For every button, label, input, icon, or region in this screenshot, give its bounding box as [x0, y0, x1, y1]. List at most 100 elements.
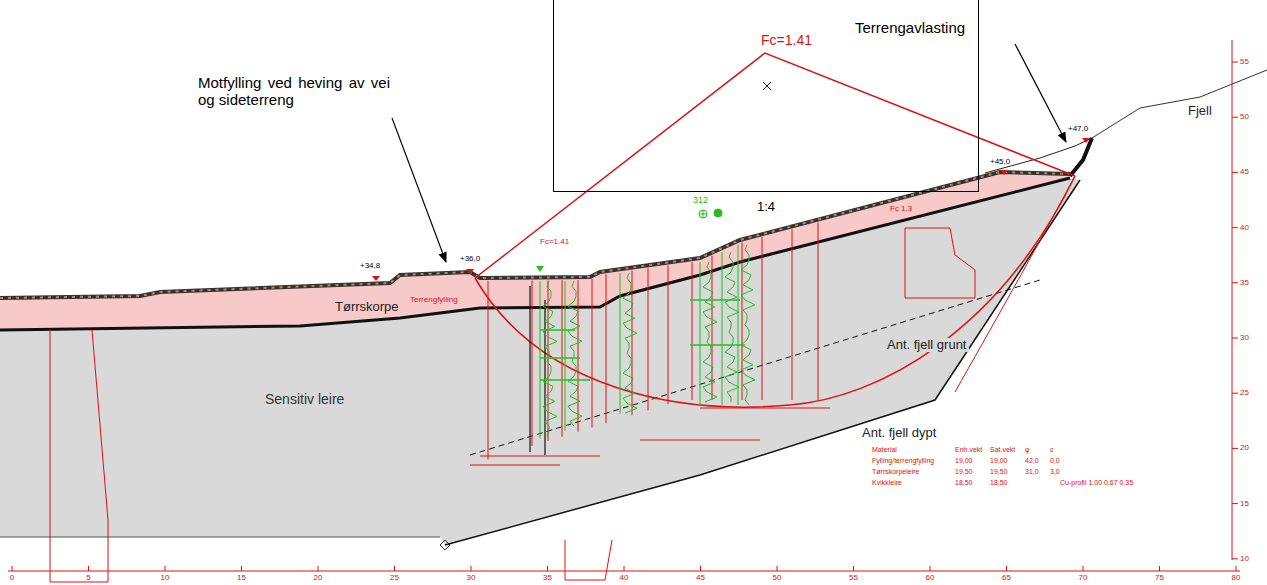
borehole-number: 312: [693, 196, 708, 206]
axis-number: 30: [1240, 334, 1249, 343]
axis-number: 55: [849, 574, 858, 582]
axis-number: 15: [1240, 499, 1249, 508]
sounding-line: [592, 279, 593, 428]
profile-axis: [738, 245, 739, 405]
sounding-line: [742, 242, 743, 400]
level-label: +45,0: [990, 158, 1010, 167]
scale-bar: [470, 408, 830, 465]
table-cell: 18,50: [955, 479, 973, 487]
profile-axis: [565, 281, 566, 431]
green-symbol: [536, 266, 544, 272]
strength-profile: [50, 330, 108, 582]
callout-arrow: [1015, 44, 1066, 142]
axis-number: 65: [1002, 574, 1011, 582]
zone-label: Ant. fjell dypt: [860, 426, 938, 440]
axis-number: 25: [390, 574, 399, 582]
cpt-profile: [623, 273, 637, 413]
sounding-line: [632, 271, 633, 416]
axis-number: 45: [696, 574, 705, 582]
level-marker: [372, 138, 1090, 281]
sounding-line: [818, 223, 819, 400]
axis-number: 20: [314, 574, 323, 582]
sounding-line: [762, 237, 763, 400]
slip-surface-alt: [955, 176, 1075, 392]
strength-profile: [905, 228, 975, 298]
table-cell: 19,50: [990, 468, 1008, 476]
y-axis: [1232, 40, 1233, 560]
sounding-line: [692, 262, 693, 400]
table-cell: Cu-profil 1.00 0.67 0.35: [1060, 479, 1133, 487]
axis-number: 60: [926, 574, 935, 582]
table-cell: Material: [872, 446, 897, 454]
profile-marks: [540, 300, 745, 380]
axis-number: 40: [620, 574, 629, 582]
axis-number: 55: [1240, 58, 1249, 67]
table-cell: φ: [1025, 446, 1030, 454]
sounding-line: [488, 281, 489, 460]
axis-number: 70: [1079, 574, 1088, 582]
sounding-line: [712, 256, 713, 400]
axis-ticks: [12, 62, 1238, 571]
cpt-profile: [543, 281, 557, 436]
axis-number: 20: [1240, 444, 1249, 453]
terrain-surface: [0, 172, 1070, 298]
cpt-profile: [725, 252, 739, 402]
level-label: +47,0: [1068, 125, 1088, 134]
table-cell: Enh.vekt: [955, 446, 982, 454]
sounding-line: [578, 280, 579, 432]
table-cell: Sat.vekt: [990, 446, 1015, 454]
sounding-lines: [488, 223, 818, 460]
safety-factor: Fc 1.3: [890, 205, 912, 214]
rock-face: [1070, 138, 1092, 176]
axis-number: 30: [467, 574, 476, 582]
table-cell: 19,00: [990, 457, 1008, 465]
sounding-line: [606, 274, 607, 423]
profile-axis: [620, 273, 621, 414]
strength-profile: [565, 540, 612, 580]
sensitive-clay-zone: [0, 178, 1080, 545]
table-cell: 18,50: [990, 479, 1008, 487]
callout-text: Motfylling ved heving av vei og sideterr…: [198, 75, 390, 108]
rock-terrain: [1092, 70, 1267, 138]
axes: [8, 40, 1240, 571]
axis-number: 35: [543, 574, 552, 582]
table-cell: 31,0: [1025, 468, 1039, 476]
green-profiles: [540, 245, 755, 439]
axis-number: 15: [237, 574, 246, 582]
callout-text: Terrengavlasting: [855, 20, 965, 37]
axis-number: 10: [1240, 554, 1249, 563]
sounding-line: [792, 229, 793, 400]
axis-number: 25: [1240, 389, 1249, 398]
axis-number: 50: [773, 574, 782, 582]
cpt-profile: [703, 262, 717, 402]
safety-factor: Fc=1.41: [540, 238, 569, 247]
layer-label: Tørrskorpe: [335, 300, 399, 314]
sounding-line: [532, 281, 533, 446]
zone-label: Fjell: [1188, 104, 1212, 118]
level-label: +36,0: [460, 255, 480, 264]
axis-number: 50: [1240, 113, 1249, 122]
profile-axis: [722, 252, 723, 405]
sounding-line: [668, 265, 669, 404]
table-cell: c: [1050, 446, 1054, 454]
dry-crust-layer: [0, 172, 1070, 330]
circle-centre: [763, 82, 771, 90]
zone-label: Sensitiv leire: [265, 392, 344, 407]
surface-hatch: [0, 172, 1070, 298]
green-symbol: [714, 209, 722, 217]
table-cell: 0,0: [1050, 457, 1060, 465]
axis-number: 10: [161, 574, 170, 582]
axis-number: 80: [1232, 574, 1241, 582]
crust-boundary: [0, 178, 1070, 330]
cpt-profile: [741, 245, 755, 405]
green-symbol: [699, 210, 707, 218]
green-symbol: [699, 210, 707, 218]
soil-boundary: [0, 536, 440, 537]
sounding-line: [648, 268, 649, 410]
axis-number: 45: [1240, 168, 1249, 177]
layer-label: Terrengfylling: [410, 296, 458, 305]
level-label: +34,8: [360, 262, 380, 271]
